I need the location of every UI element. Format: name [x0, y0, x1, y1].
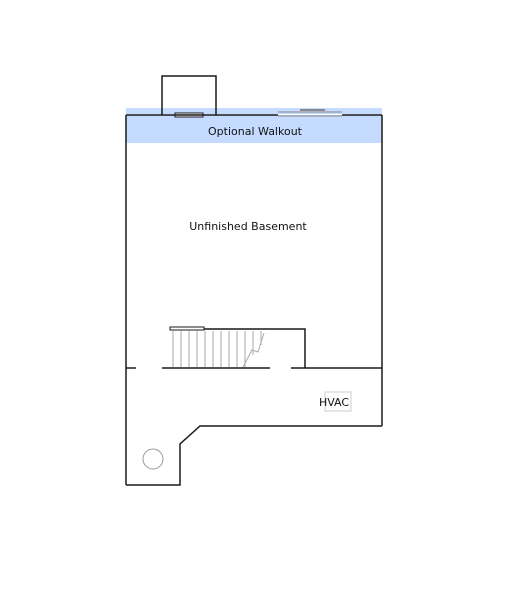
stairs	[172, 331, 265, 368]
stair-enclosure	[204, 328, 306, 368]
sliding-door	[278, 109, 342, 117]
stair-handrail	[169, 326, 205, 331]
walkout-area	[126, 115, 382, 143]
walkout-label: Optional Walkout	[208, 125, 303, 138]
bump-out-wall	[161, 75, 217, 115]
hvac-label: HVAC	[319, 396, 349, 409]
sump-pit	[142, 448, 164, 470]
hvac-unit	[324, 391, 352, 412]
basement-label: Unfinished Basement	[189, 220, 307, 233]
lower-wall	[126, 425, 382, 486]
walkout-strip	[126, 108, 382, 114]
